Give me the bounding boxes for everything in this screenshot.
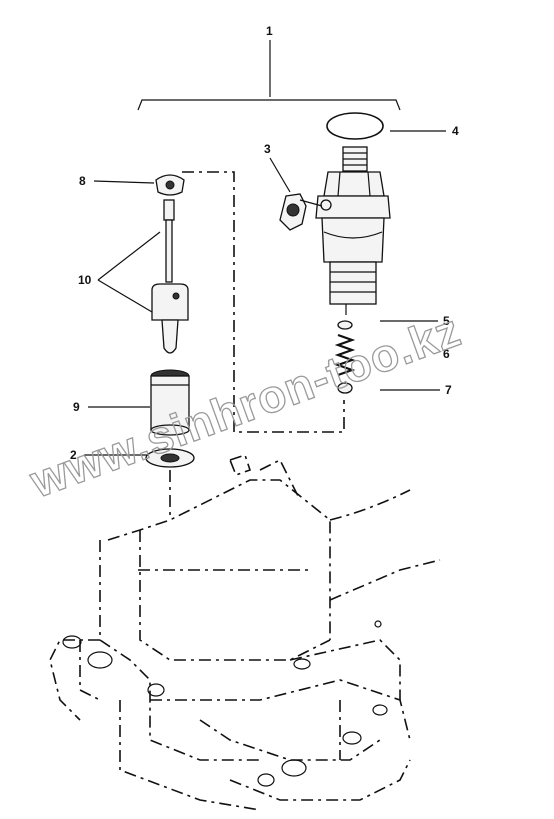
callout-9: 9 bbox=[73, 400, 80, 414]
washer-part-2 bbox=[145, 448, 195, 468]
cylinder-head-outline bbox=[49, 453, 441, 811]
needle-part-10 bbox=[163, 199, 175, 283]
callout-3: 3 bbox=[264, 142, 271, 156]
retainer-part-8 bbox=[155, 174, 185, 196]
assembly-path-lines bbox=[169, 171, 345, 520]
o-ring-part-4 bbox=[326, 112, 384, 140]
clip-part-3 bbox=[279, 193, 323, 231]
callout-5: 5 bbox=[443, 314, 450, 328]
nozzle-body-part-10 bbox=[151, 283, 189, 354]
cylinder-head-bolt-holes bbox=[62, 620, 388, 787]
callout-4: 4 bbox=[452, 124, 459, 138]
callout-7: 7 bbox=[445, 383, 452, 397]
nozzle-nut-part-9 bbox=[150, 369, 190, 436]
callout-6: 6 bbox=[443, 347, 450, 361]
watermark-text: www.sinhron-too.kz bbox=[23, 304, 468, 508]
leader-lines bbox=[84, 130, 446, 456]
callout-labels: 1 4 3 8 10 5 6 7 9 2 bbox=[70, 24, 459, 462]
callout-10: 10 bbox=[78, 273, 92, 287]
injector-body bbox=[315, 146, 391, 315]
assembly-bracket bbox=[137, 40, 401, 111]
spring-stack-parts-5-6-7 bbox=[334, 320, 356, 394]
callout-8: 8 bbox=[79, 174, 86, 188]
callout-1: 1 bbox=[266, 24, 273, 38]
callout-2: 2 bbox=[70, 448, 77, 462]
